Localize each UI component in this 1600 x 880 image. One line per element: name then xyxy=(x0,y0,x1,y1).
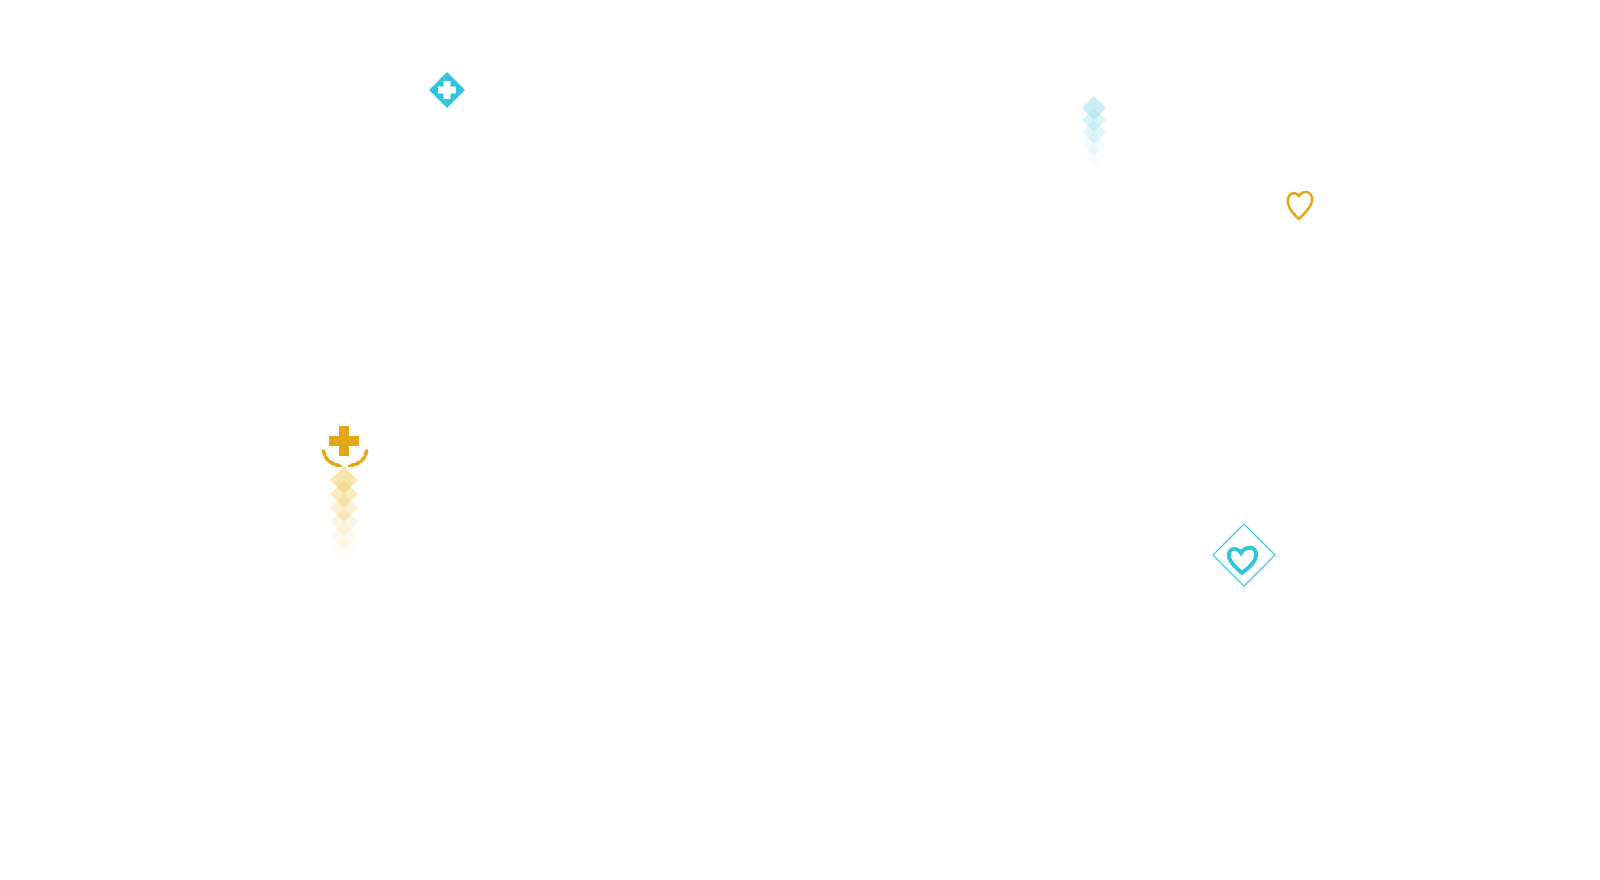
medical-cross-diamond-icon xyxy=(429,72,465,238)
faded-diamond-chain-icon xyxy=(1082,96,1106,167)
gold-heart-outline-icon xyxy=(1286,190,1314,297)
gold-cross-laurel-icon xyxy=(321,426,369,564)
heart-diamond-outline-icon xyxy=(1212,523,1276,698)
